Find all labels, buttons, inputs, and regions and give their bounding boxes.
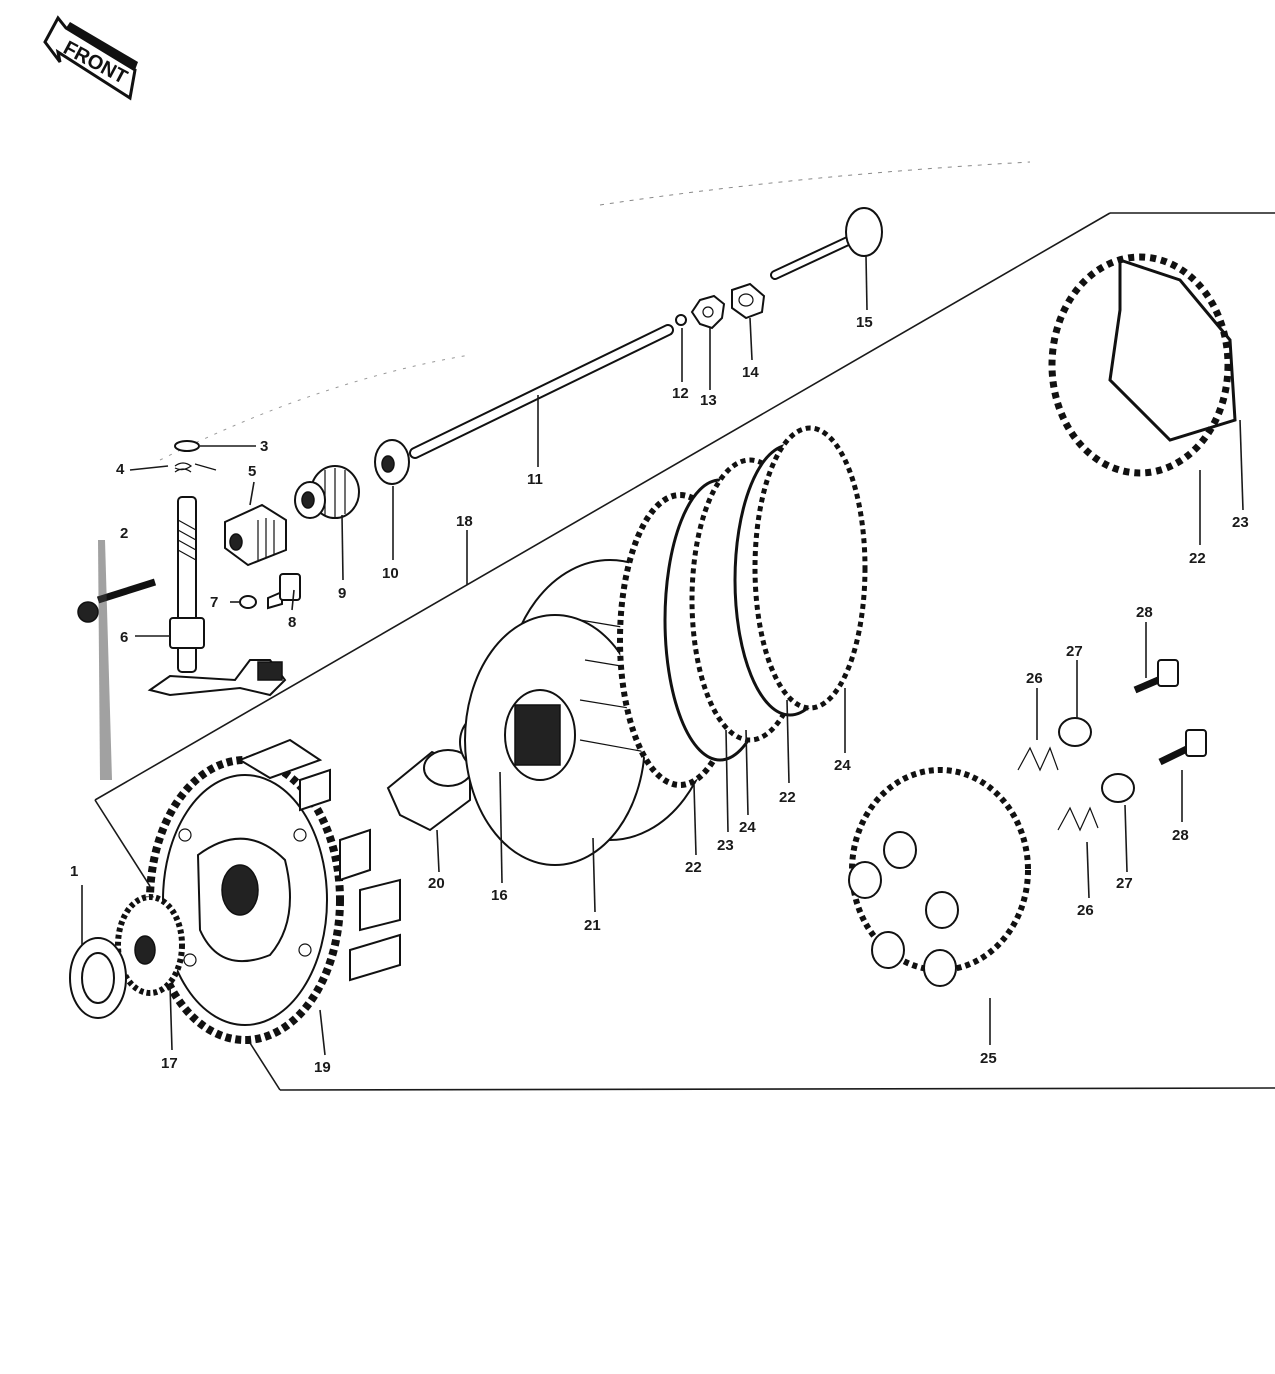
release-gear	[294, 465, 360, 519]
leader-lines	[81, 255, 1244, 1056]
callout-4: 4	[116, 461, 125, 478]
springs-washers-bolts	[1017, 659, 1207, 832]
callout-labels: 3 4 5 2 7 8 6 9 10 11 12 13 14 15 18 1 1…	[70, 314, 1249, 1076]
steel-ball	[675, 314, 687, 326]
release-bearing	[374, 439, 410, 485]
callout-14: 14	[742, 364, 759, 381]
callout-2: 2	[120, 525, 128, 542]
callout-3: 3	[260, 438, 268, 455]
callout-23-a: 23	[717, 837, 734, 854]
release-worm	[224, 503, 287, 567]
callout-20: 20	[428, 875, 445, 892]
callout-6: 6	[120, 629, 128, 646]
callout-5: 5	[248, 463, 256, 480]
scan-noise	[98, 540, 112, 780]
pressure-plate	[848, 767, 1031, 987]
callout-28-a: 28	[1136, 604, 1153, 621]
top-plates	[1048, 253, 1237, 477]
callout-22-a: 22	[685, 859, 702, 876]
adjusting-nut	[731, 282, 766, 320]
clutch-housing	[146, 738, 401, 1044]
callout-26-a: 26	[1026, 670, 1043, 687]
callout-10: 10	[382, 565, 399, 582]
callout-22-c: 22	[1189, 550, 1206, 567]
callout-12: 12	[672, 385, 689, 402]
callout-8: 8	[288, 614, 296, 631]
release-screw	[77, 578, 157, 623]
callout-25: 25	[980, 1050, 997, 1067]
callout-27-a: 27	[1066, 643, 1083, 660]
callout-18: 18	[456, 513, 473, 530]
lock-washer	[690, 294, 726, 330]
adjusting-screw	[770, 207, 883, 280]
callout-16: 16	[491, 887, 508, 904]
callout-24-a: 24	[739, 819, 756, 836]
clutch-plates	[617, 425, 868, 788]
primary-gear	[69, 894, 185, 1019]
callout-24-b: 24	[834, 757, 851, 774]
callout-7: 7	[210, 594, 218, 611]
housing-sleeve	[386, 749, 473, 832]
callout-23-b: 23	[1232, 514, 1249, 531]
callout-27-b: 27	[1116, 875, 1133, 892]
callout-19: 19	[314, 1059, 331, 1076]
callout-28-b: 28	[1172, 827, 1189, 844]
callout-11: 11	[527, 471, 543, 488]
circlip-spring	[174, 440, 217, 473]
release-shaft	[147, 496, 287, 697]
callout-21: 21	[584, 917, 601, 934]
callout-15: 15	[856, 314, 873, 331]
callout-1: 1	[70, 863, 78, 880]
guide-dash	[159, 354, 471, 461]
callout-17: 17	[161, 1055, 178, 1072]
washer-bolt	[239, 573, 301, 610]
callout-13: 13	[700, 392, 717, 409]
callout-26-b: 26	[1077, 902, 1094, 919]
front-arrow: FRONT	[43, 15, 138, 101]
callout-9: 9	[338, 585, 346, 602]
callout-22-b: 22	[779, 789, 796, 806]
pushrod	[409, 324, 674, 459]
guide-dash	[599, 161, 1031, 206]
